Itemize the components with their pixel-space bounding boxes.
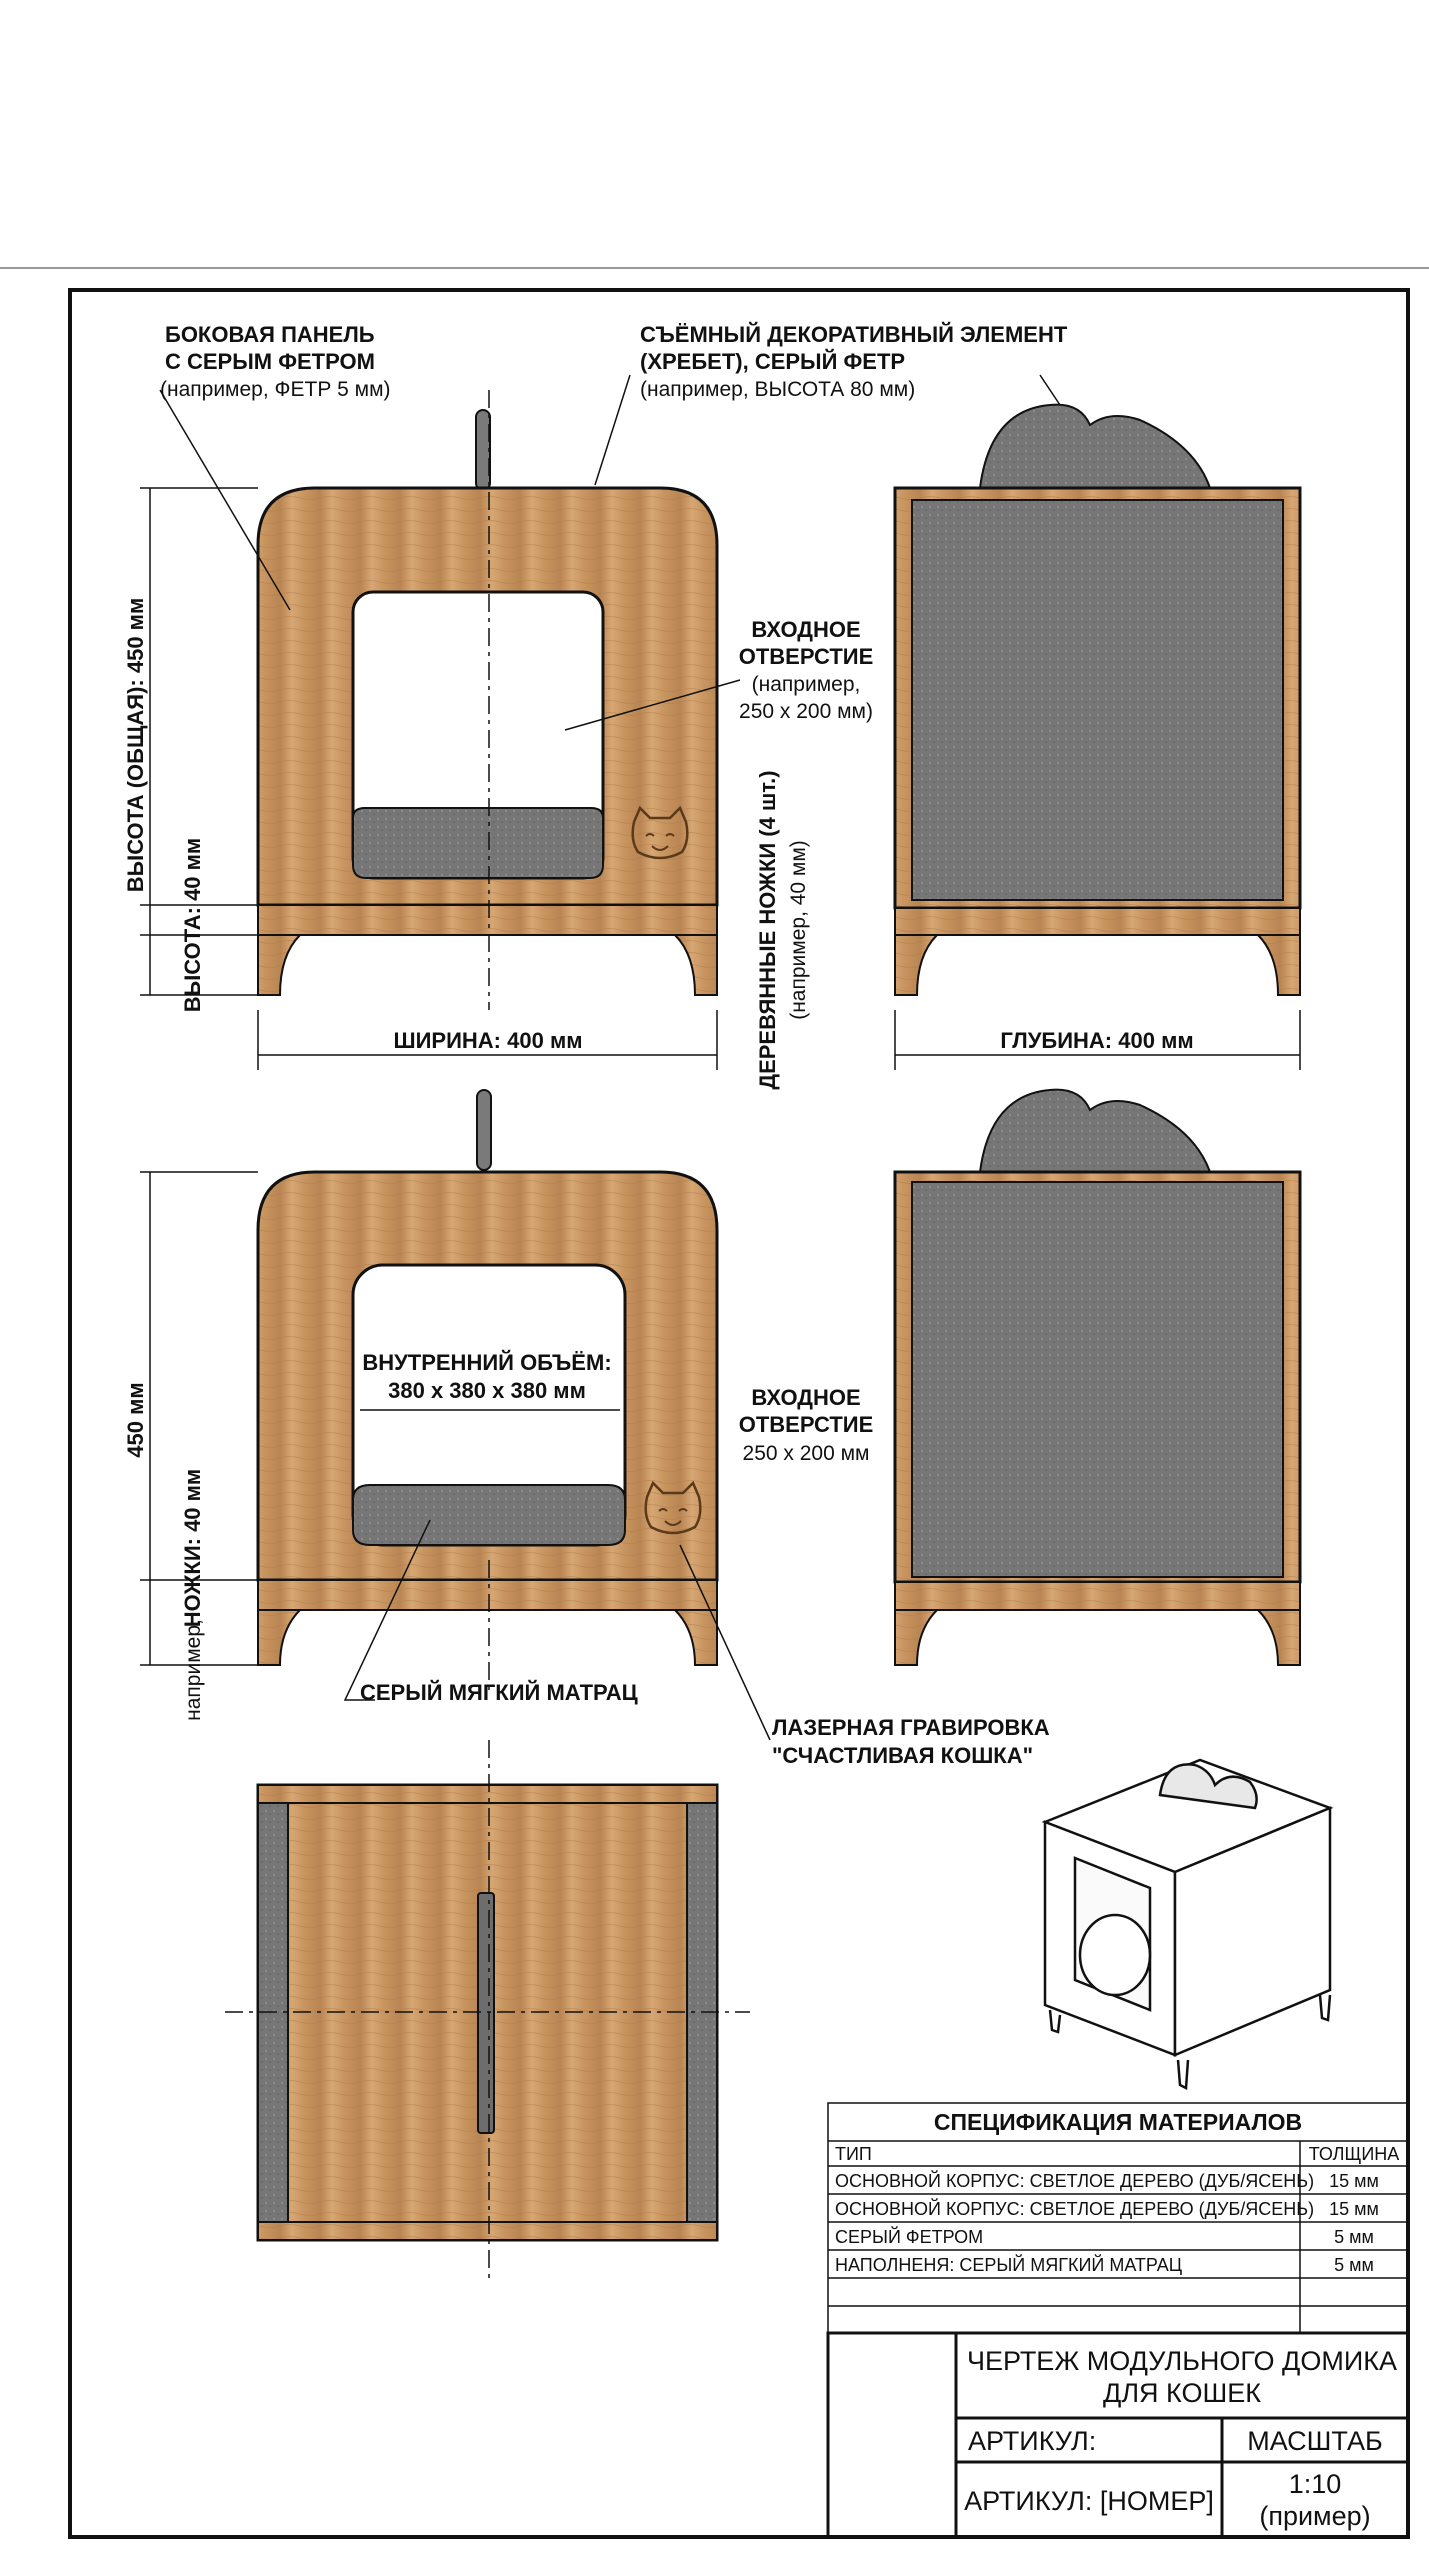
dim-depth: ГЛУБИНА: 400 мм: [1000, 1028, 1193, 1053]
dimension-lines-middle: [140, 1171, 258, 1666]
spec-row-thickness: 15 мм: [1329, 2171, 1379, 2191]
spine-element: [476, 1089, 492, 1171]
spine-element: [978, 403, 1212, 489]
leg: [257, 934, 303, 996]
dim-width: ШИРИНА: 400 мм: [394, 1028, 583, 1053]
top-view: [225, 1740, 750, 2280]
felt-panel: [911, 1181, 1284, 1578]
leg: [894, 934, 940, 996]
label-side-panel-1: БОКОВАЯ ПАНЕЛЬ: [165, 322, 375, 347]
mattress: [352, 1484, 626, 1546]
side-view-middle: [893, 1088, 1302, 1666]
label-spine-2: (ХРЕБЕТ), СЕРЫЙ ФЕТР: [640, 349, 905, 374]
article-value: АРТИКУЛ: [НОМЕР]: [964, 2486, 1214, 2516]
note-legs-prefix: например,: [182, 1619, 205, 1721]
leg: [1255, 934, 1301, 996]
label-spine-1: СЪЁМНЫЙ ДЕКОРАТИВНЫЙ ЭЛЕМЕНТ: [640, 322, 1068, 347]
base-rail: [257, 904, 718, 936]
title-block: [826, 2331, 1410, 2539]
leg: [672, 1609, 718, 1666]
label-inner-volume-2: 380 x 380 x 380 мм: [388, 1378, 586, 1403]
label-engraving-2: "СЧАСТЛИВАЯ КОШКА": [772, 1743, 1033, 1768]
isometric-view: [1041, 1758, 1334, 2090]
dim-top-40: ВЫСОТА: 40 мм: [180, 838, 205, 1012]
note-spine: (например, ВЫСОТА 80 мм): [640, 378, 915, 401]
leader-lines: [159, 374, 1061, 1741]
scale-label: МАСШТАБ: [1247, 2426, 1382, 2456]
spine-element: [475, 409, 491, 491]
front-view-top: [256, 390, 719, 1010]
note-entrance-1: (например,: [752, 673, 861, 696]
spec-col-type: ТИП: [835, 2144, 872, 2164]
drawing-frame: [68, 288, 1410, 2539]
spine-element: [477, 1892, 495, 2134]
base-rail: [257, 1579, 718, 1611]
dim-total-height: ВЫСОТА (ОБЩАЯ): 450 мм: [123, 598, 148, 892]
spec-title: СПЕЦИФИКАЦИЯ МАТЕРИАЛОВ: [934, 2109, 1302, 2135]
spec-row-type: ОСНОВНОЙ КОРПУС: СВЕТЛОЕ ДЕРЕВО (ДУБ/ЯСЕ…: [835, 2170, 1314, 2191]
felt-panel: [911, 499, 1284, 901]
title-line-2: ДЛЯ КОШЕК: [1103, 2378, 1261, 2408]
note-entrance2-size: 250 x 200 мм: [743, 1442, 870, 1465]
side-view-top: [893, 403, 1302, 996]
label-entrance-1: ВХОДНОЕ: [751, 617, 860, 642]
spec-row-type: СЕРЫЙ ФЕТРОМ: [835, 2226, 983, 2247]
spec-row-type: ОСНОВНОЙ КОРПУС: СВЕТЛОЕ ДЕРЕВО (ДУБ/ЯСЕ…: [835, 2198, 1314, 2219]
article-label: АРТИКУЛ:: [968, 2426, 1096, 2456]
label-mattress: СЕРЫЙ МЯГКИЙ МАТРАЦ: [360, 1680, 638, 1705]
leg: [894, 1609, 940, 1666]
title-line-1: ЧЕРТЕЖ МОДУЛЬНОГО ДОМИКА: [967, 2346, 1397, 2376]
label-entrance2-2: ОТВЕРСТИЕ: [739, 1412, 874, 1437]
spec-row-thickness: 5 мм: [1334, 2255, 1374, 2275]
spec-row-thickness: 15 мм: [1329, 2199, 1379, 2219]
dim-height-450: 450 мм: [123, 1382, 148, 1457]
note-side-panel: (например, ФЕТР 5 мм): [160, 378, 391, 401]
leg: [1255, 1609, 1301, 1666]
cat-engraving-icon: [631, 805, 689, 860]
spec-row-type: НАПОЛНЕНЯ: СЕРЫЙ МЯГКИЙ МАТРАЦ: [835, 2254, 1182, 2275]
note-legs: (например, 40 мм): [787, 840, 810, 1020]
spec-row-thickness: 5 мм: [1334, 2227, 1374, 2247]
scale-example: (пример): [1259, 2501, 1370, 2531]
cat-engraving-icon: [644, 1480, 702, 1535]
leg: [672, 934, 718, 996]
dimension-lines-top: [140, 487, 1301, 1070]
front-view-middle: [256, 1089, 719, 1690]
label-engraving-1: ЛАЗЕРНАЯ ГРАВИРОВКА: [772, 1715, 1050, 1740]
spine-element: [978, 1088, 1212, 1173]
spec-col-thickness: ТОЛЩИНА: [1309, 2144, 1400, 2164]
note-entrance-2: 250 x 200 мм): [739, 700, 873, 723]
label-inner-volume-1: ВНУТРЕННИЙ ОБЪЁМ:: [362, 1350, 611, 1375]
label-entrance-2: ОТВЕРСТИЕ: [739, 644, 874, 669]
scale-value: 1:10: [1289, 2469, 1342, 2499]
label-side-panel-2: С СЕРЫМ ФЕТРОМ: [165, 349, 375, 374]
dim-legs-40: НОЖКИ: 40 мм: [180, 1469, 205, 1627]
label-legs: ДЕРЕВЯННЫЕ НОЖКИ (4 шт.): [755, 770, 780, 1089]
leg: [257, 1609, 303, 1666]
label-entrance2-1: ВХОДНОЕ: [751, 1385, 860, 1410]
mattress: [352, 807, 604, 879]
